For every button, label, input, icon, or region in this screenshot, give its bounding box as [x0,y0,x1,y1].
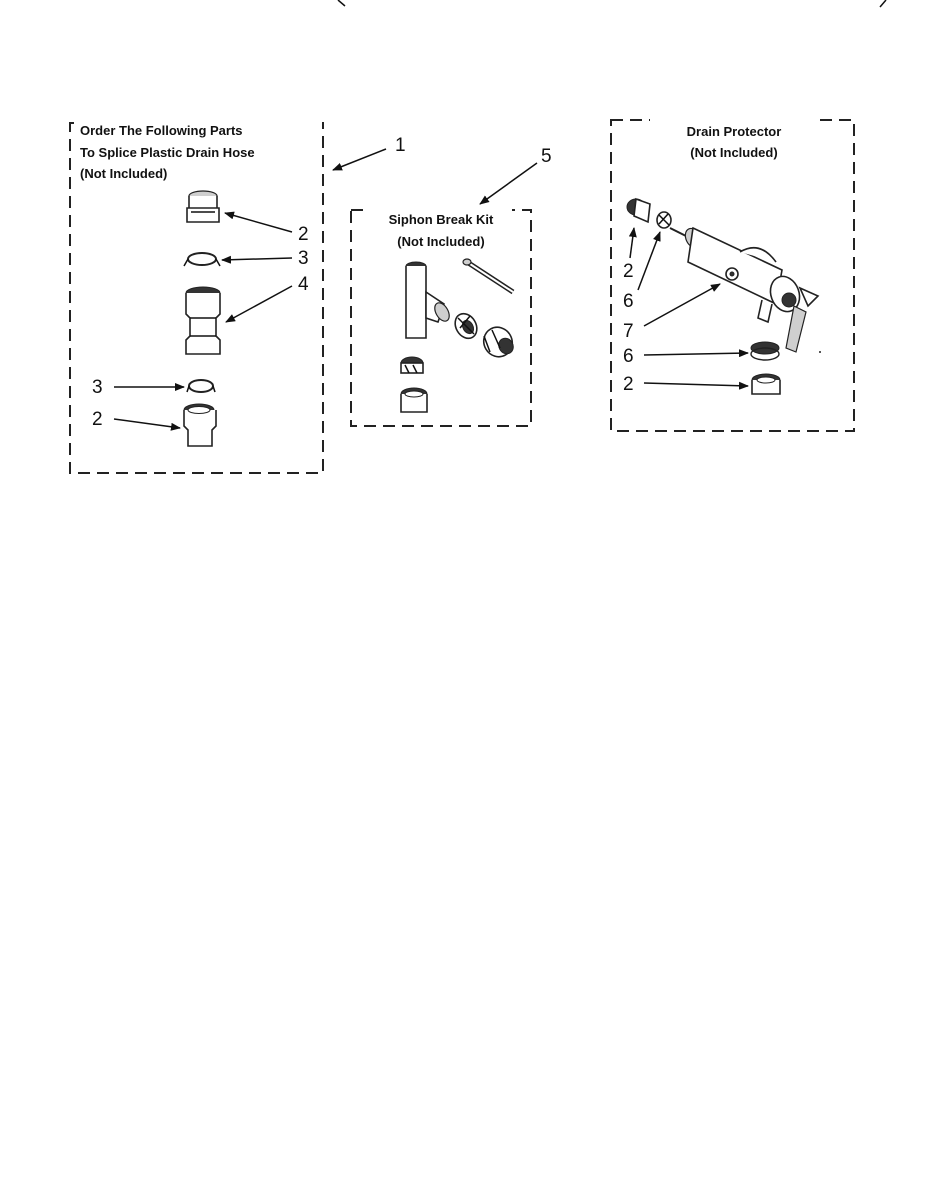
siphon-pin [462,258,515,295]
callout-2-drain-bottom: 2 [623,374,634,395]
drain-title-line-1: Drain Protector [687,124,782,139]
splice-title-line-2: To Splice Plastic Drain Hose [80,145,255,160]
callout-3-top: 3 [298,248,309,269]
panel-siphon-break-kit: Siphon Break Kit (Not Included) 5 [350,146,552,427]
drain-valve-body [669,226,820,353]
drain-washer-top [656,211,672,229]
top-edge-mark-left [337,0,346,7]
siphon-tee-pipe [405,261,450,339]
siphon-kit-dashed-border [350,209,532,427]
panel-splice-kit: Order The Following Parts To Splice Plas… [69,118,406,474]
splice-title-backdrop [74,118,322,180]
clamp-ring-top [183,252,221,267]
callout-7-arrow [643,283,721,327]
top-edge-mark-right [879,0,887,8]
callout-2-drain-top: 2 [623,261,634,282]
drain-adapter-bottom [751,373,781,395]
callout-5-arrow [479,162,538,205]
clamp-ring-bottom [186,379,216,393]
callout-7: 7 [623,321,634,342]
stray-dot [819,351,821,353]
siphon-title-backdrop [364,205,512,253]
callout-1-arrow [332,148,387,171]
drain-title-line-2: (Not Included) [690,145,777,160]
callout-3-top-arrow [221,255,293,264]
hose-adapter-bottom [183,403,217,447]
hose-adapter-top [186,190,220,223]
callout-2-bottom: 2 [92,409,103,430]
drain-cap-small [626,197,651,224]
callout-6-drain-bottom: 6 [623,346,634,367]
siphon-title-line-2: (Not Included) [397,234,484,249]
callout-4-arrow [225,285,293,323]
siphon-nut [454,312,478,340]
callout-6-drain-bottom-arrow [643,349,749,358]
splice-kit-dashed-border [69,122,324,474]
callout-2-drain-top-arrow [628,227,637,259]
siphon-title-line-1: Siphon Break Kit [389,212,494,227]
callout-5: 5 [541,146,552,167]
splice-title-line-3: (Not Included) [80,166,167,181]
callout-2-drain-bottom-arrow [643,381,749,390]
drain-title-backdrop [650,115,818,163]
callout-4: 4 [298,274,309,295]
hose-connector [185,286,221,355]
callout-2-top-arrow [224,211,293,233]
callout-6-drain-top-arrow [637,231,661,291]
panel-drain-protector: Drain Protector (Not Included) [610,115,855,432]
drain-washer-bottom [750,341,780,361]
callout-3-bottom: 3 [92,377,103,398]
callout-2-bottom-arrow [113,418,181,431]
splice-title-line-1: Order The Following Parts [80,123,243,138]
siphon-washer [400,356,424,374]
callout-6-drain-top: 6 [623,291,634,312]
siphon-adapter [400,387,428,413]
siphon-cap [482,326,514,358]
callout-2-top: 2 [298,224,309,245]
callout-1: 1 [395,135,406,156]
